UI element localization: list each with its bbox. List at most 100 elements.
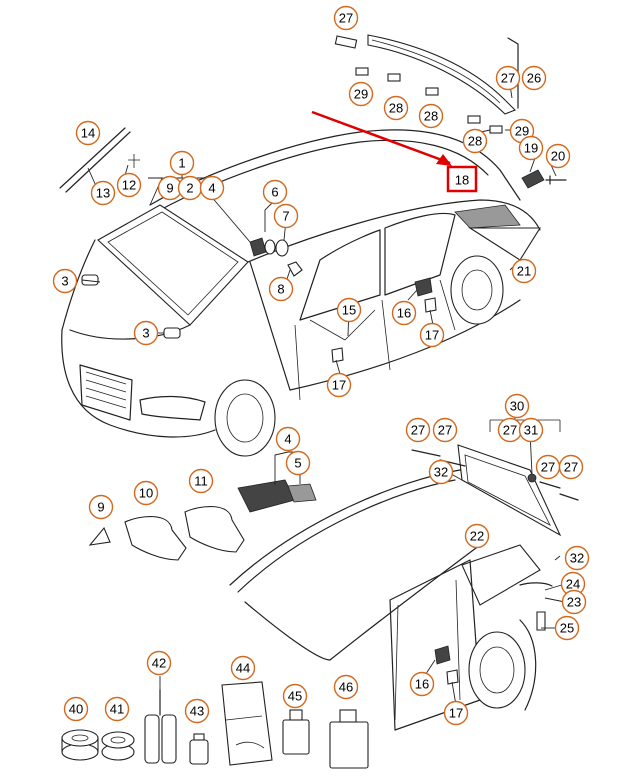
- callout-13: 13: [90, 180, 116, 206]
- callout-label: 7: [282, 209, 289, 224]
- callout-circle: [418, 103, 444, 129]
- part-4-bracket: [237, 479, 296, 513]
- callout-circle: [462, 128, 488, 154]
- callout-label: 20: [551, 149, 565, 164]
- callout-label: 17: [449, 706, 463, 721]
- callout-label: 1: [178, 156, 185, 171]
- callout-label: 14: [81, 126, 95, 141]
- callout-14: 14: [75, 120, 101, 146]
- callout-5: 5: [285, 450, 311, 476]
- callout-46: 46: [333, 674, 359, 700]
- callout-28: 28: [418, 103, 444, 129]
- callout-1: 1: [169, 150, 195, 176]
- callout-27: 27: [432, 417, 458, 443]
- callout-17: 17: [326, 372, 352, 398]
- callout-label: 26: [527, 71, 541, 86]
- callout-label: 19: [524, 141, 538, 156]
- callout-17: 17: [443, 700, 469, 726]
- callout-label: 9: [97, 500, 104, 515]
- part-19: [521, 169, 545, 189]
- part-5-pad: [287, 483, 317, 503]
- callout-label: 6: [271, 185, 278, 200]
- callout-label: 27: [411, 423, 425, 438]
- callout-circle: [409, 671, 435, 697]
- callout-circle: [464, 523, 490, 549]
- part-17-bolt: [331, 347, 344, 363]
- callout-label: 27: [503, 423, 517, 438]
- part-10-cover: [124, 515, 187, 561]
- callout-9: 9: [88, 494, 114, 520]
- callout-25: 25: [554, 615, 580, 641]
- callout-label: 13: [96, 186, 110, 201]
- part-16-lock: [414, 277, 433, 297]
- callout-label: 28: [424, 109, 438, 124]
- callout-circle: [133, 320, 159, 346]
- callout-label: 16: [397, 306, 411, 321]
- callout-circle: [504, 393, 530, 419]
- callout-circle: [561, 589, 587, 615]
- callout-circle: [169, 150, 195, 176]
- callout-circle: [75, 120, 101, 146]
- estate-body: [229, 444, 562, 731]
- callout-label: 27: [541, 460, 555, 475]
- callout-label: 23: [567, 595, 581, 610]
- callout-29: 29: [348, 81, 374, 107]
- callout-circle: [116, 172, 142, 198]
- callout-27: 27: [558, 454, 584, 480]
- callout-circle: [558, 454, 584, 480]
- callout-circle: [428, 459, 454, 485]
- callout-10: 10: [133, 480, 159, 506]
- callout-19: 19: [518, 135, 544, 161]
- callout-label: 17: [425, 328, 439, 343]
- callout-label: 10: [139, 486, 153, 501]
- callout-label: 31: [524, 423, 538, 438]
- callout-circle: [104, 696, 130, 722]
- callout-circle: [405, 417, 431, 443]
- callout-circle: [443, 700, 469, 726]
- callout-circle: [268, 276, 294, 302]
- callout-circle: [88, 494, 114, 520]
- callout-label: 24: [566, 577, 580, 592]
- callout-label: 43: [190, 704, 204, 719]
- callout-circle: [554, 615, 580, 641]
- callout-41: 41: [104, 696, 130, 722]
- callout-label: 22: [470, 529, 484, 544]
- callout-16: 16: [391, 300, 417, 326]
- callout-3: 3: [52, 268, 78, 294]
- callout-17: 17: [419, 322, 445, 348]
- callout-label: 29: [515, 124, 529, 139]
- callout-27: 27: [497, 417, 523, 443]
- callout-label: 16: [415, 677, 429, 692]
- callout-label: 46: [339, 680, 353, 695]
- callout-circle: [333, 674, 359, 700]
- callout-12: 12: [116, 172, 142, 198]
- callout-label: 27: [564, 460, 578, 475]
- callout-label: 40: [69, 702, 83, 717]
- callout-label: 8: [277, 282, 284, 297]
- callout-circle: [52, 268, 78, 294]
- consumables: [61, 681, 369, 769]
- callout-circle: [511, 258, 537, 284]
- callout-label: 42: [152, 656, 166, 671]
- callout-label: 27: [438, 423, 452, 438]
- callout-11: 11: [188, 468, 214, 494]
- callout-circle: [521, 65, 547, 91]
- callout-label: 17: [332, 378, 346, 393]
- callout-8: 8: [268, 276, 294, 302]
- callout-45: 45: [282, 683, 308, 709]
- callout-21: 21: [511, 258, 537, 284]
- callout-circle: [262, 179, 288, 205]
- callout-circle: [133, 480, 159, 506]
- door-cable: [309, 309, 376, 341]
- callout-27: 27: [535, 454, 561, 480]
- callout-circle: [419, 322, 445, 348]
- callout-label: 28: [468, 134, 482, 149]
- callout-28: 28: [462, 128, 488, 154]
- callout-circle: [273, 203, 299, 229]
- callout-circle: [63, 696, 89, 722]
- callout-circle: [90, 180, 116, 206]
- callout-28: 28: [383, 95, 409, 121]
- callout-circle: [391, 300, 417, 326]
- callout-label: 27: [339, 11, 353, 26]
